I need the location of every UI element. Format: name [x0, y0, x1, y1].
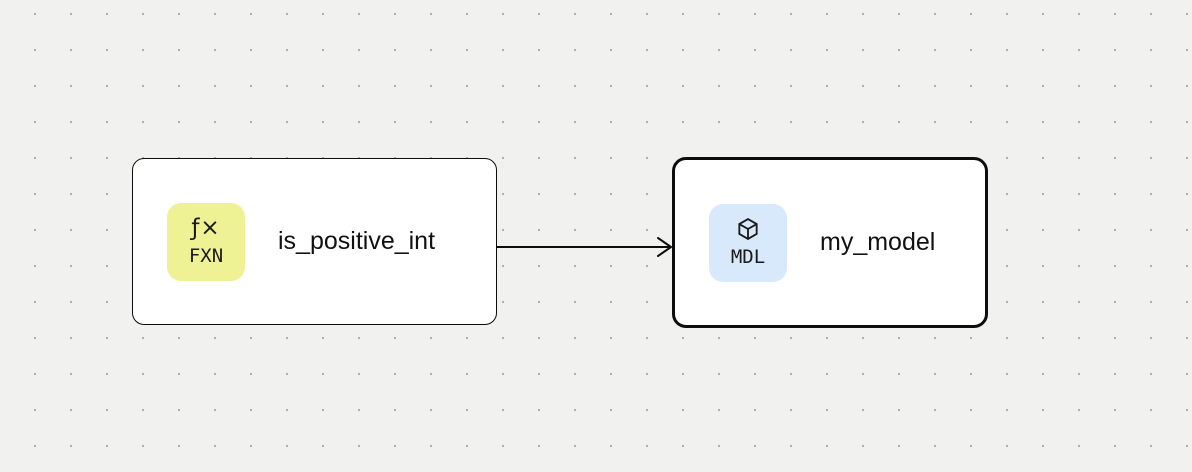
node-title: my_model	[820, 228, 936, 256]
node-is-positive-int[interactable]: ƒ× FXN is_positive_int	[132, 158, 497, 325]
model-badge: MDL	[709, 203, 787, 282]
fx-glyph: ƒ×	[191, 214, 221, 241]
model-badge-label: MDL	[730, 245, 766, 268]
cube-icon	[735, 216, 761, 242]
edge-arrow[interactable]	[497, 234, 675, 260]
node-title: is_positive_int	[278, 227, 436, 255]
node-my-model[interactable]: MDL my_model	[672, 157, 988, 328]
function-badge: ƒ× FXN	[167, 202, 245, 281]
function-badge-label: FXN	[188, 244, 224, 267]
